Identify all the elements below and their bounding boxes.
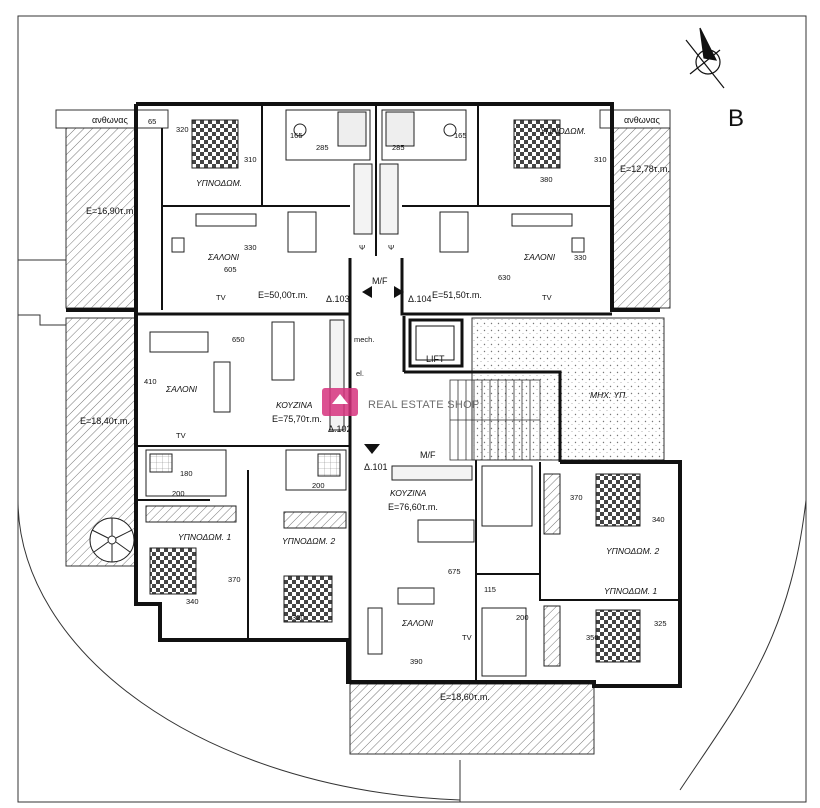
apt103-dim-330: 330 bbox=[244, 243, 257, 252]
apt101-living: ΣΑΛΟΝΙ bbox=[401, 618, 434, 628]
apt102-dim-410: 410 bbox=[144, 377, 157, 386]
apt104-living: ΣΑΛΟΝΙ bbox=[523, 252, 556, 262]
apt101-dim-675: 675 bbox=[448, 567, 461, 576]
apt104-bedroom: ΥΠΝΟΔΩΜ. bbox=[540, 126, 586, 136]
apt102-tag: Δ.102 bbox=[328, 424, 352, 434]
core-psi-left: Ψ bbox=[359, 243, 365, 252]
apt101-dim-390: 390 bbox=[410, 657, 423, 666]
apt103-tag: Δ.103 bbox=[326, 294, 350, 304]
watermark-logo bbox=[322, 388, 358, 416]
apt101-dim-200: 200 bbox=[516, 613, 529, 622]
compass-label: B bbox=[728, 105, 744, 132]
apt103-tv: TV bbox=[216, 293, 226, 302]
balconies bbox=[55, 109, 671, 755]
apt102-bed1: ΥΠΝΟΔΩΜ. 1 bbox=[178, 532, 231, 542]
entry-arrows bbox=[362, 286, 404, 454]
balcony-top-left-name: ανθωνας bbox=[92, 115, 128, 125]
apt104-dim-330: 330 bbox=[574, 253, 587, 262]
site-boundary bbox=[17, 15, 807, 803]
apt101-dim-350: 350 bbox=[586, 633, 599, 642]
core-mf-bottom: M/F bbox=[420, 450, 436, 460]
apt102-kitchen: ΚΟΥΖΙΝΑ bbox=[276, 400, 313, 410]
apt104-tv: TV bbox=[542, 293, 552, 302]
apt102-dim-320: 320 bbox=[292, 613, 305, 622]
apt102-living: ΣΑΛΟΝΙ bbox=[165, 384, 198, 394]
apt101-area: E=76,60τ.m. bbox=[388, 502, 438, 512]
compass-rose-icon bbox=[685, 27, 725, 89]
apt101-tag: Δ.101 bbox=[364, 462, 388, 472]
balcony-bottom-area: E=18,60τ.m. bbox=[440, 692, 490, 702]
main-stair bbox=[449, 379, 541, 461]
apt101-dim-325: 325 bbox=[654, 619, 667, 628]
core-el: el. bbox=[356, 369, 364, 378]
apt101-kitchen: ΚΟΥΖΙΝΑ bbox=[390, 488, 427, 498]
watermark-text: REAL ESTATE SHOP bbox=[368, 399, 480, 411]
apt101-dim-370: 370 bbox=[570, 493, 583, 502]
balcony-top-right-name: ανθωνας bbox=[624, 115, 660, 125]
machine-room bbox=[471, 317, 665, 461]
apt102-dim-200a: 200 bbox=[172, 489, 185, 498]
core-mf-top: M/F bbox=[372, 276, 388, 286]
apt101-bed2: ΥΠΝΟΔΩΜ. 2 bbox=[606, 546, 659, 556]
apt102-dim-370: 370 bbox=[228, 575, 241, 584]
core-psi-right: Ψ bbox=[388, 243, 394, 252]
apt102-dim-180: 180 bbox=[180, 469, 193, 478]
apt103-dim-285: 285 bbox=[316, 143, 329, 152]
apt101-dim-340: 340 bbox=[652, 515, 665, 524]
apt102-dim-650: 650 bbox=[232, 335, 245, 344]
apt104-dim-380: 380 bbox=[540, 175, 553, 184]
walls bbox=[66, 102, 682, 688]
apt103-dim-165: 165 bbox=[290, 131, 303, 140]
apt104-area: E=51,50τ.m. bbox=[432, 290, 482, 300]
balcony-left-lower-area: E=18,40τ.m. bbox=[80, 416, 130, 426]
apt103-living: ΣΑΛΟΝΙ bbox=[207, 252, 240, 262]
apt101-tv: TV bbox=[462, 633, 472, 642]
balcony-left-upper-area: E=16,90τ.m. bbox=[86, 206, 136, 216]
apt103-dim-65: 65 bbox=[148, 117, 156, 126]
apt102-tv: TV bbox=[176, 431, 186, 440]
apt103-dim-310: 310 bbox=[244, 155, 257, 164]
apt102-dim-200b: 200 bbox=[312, 481, 325, 490]
apt103-dim-605: 605 bbox=[224, 265, 237, 274]
apt102-area: E=75,70τ.m. bbox=[272, 414, 322, 424]
spiral-stair bbox=[89, 517, 135, 563]
balcony-right-upper bbox=[611, 127, 671, 309]
core-mach-room: ΜΗΧ. ΥΠ. bbox=[590, 390, 628, 400]
apt104-dim-165: 165 bbox=[454, 131, 467, 140]
balcony-right-upper-area: E=12,78τ.m. bbox=[620, 164, 670, 174]
furniture bbox=[145, 109, 641, 677]
balcony-left-upper bbox=[65, 127, 137, 309]
apt102-bed2: ΥΠΝΟΔΩΜ. 2 bbox=[282, 536, 335, 546]
apt104-dim-630: 630 bbox=[498, 273, 511, 282]
apt104-tag: Δ.104 bbox=[408, 294, 432, 304]
apt103-bedroom: ΥΠΝΟΔΩΜ. bbox=[196, 178, 242, 188]
lift-shaft bbox=[408, 318, 464, 368]
apt102-dim-340: 340 bbox=[186, 597, 199, 606]
apt101-bed1: ΥΠΝΟΔΩΜ. 1 bbox=[604, 586, 657, 596]
apt103-dim-320: 320 bbox=[176, 125, 189, 134]
core-lift: LIFT bbox=[426, 354, 445, 364]
apt101-dim-115: 115 bbox=[484, 585, 496, 594]
apt104-dim-310: 310 bbox=[594, 155, 607, 164]
apt103-area: E=50,00τ.m. bbox=[258, 290, 308, 300]
apt104-dim-285: 285 bbox=[392, 143, 405, 152]
balcony-bottom bbox=[349, 683, 595, 755]
core-mech: mech. bbox=[354, 335, 374, 344]
